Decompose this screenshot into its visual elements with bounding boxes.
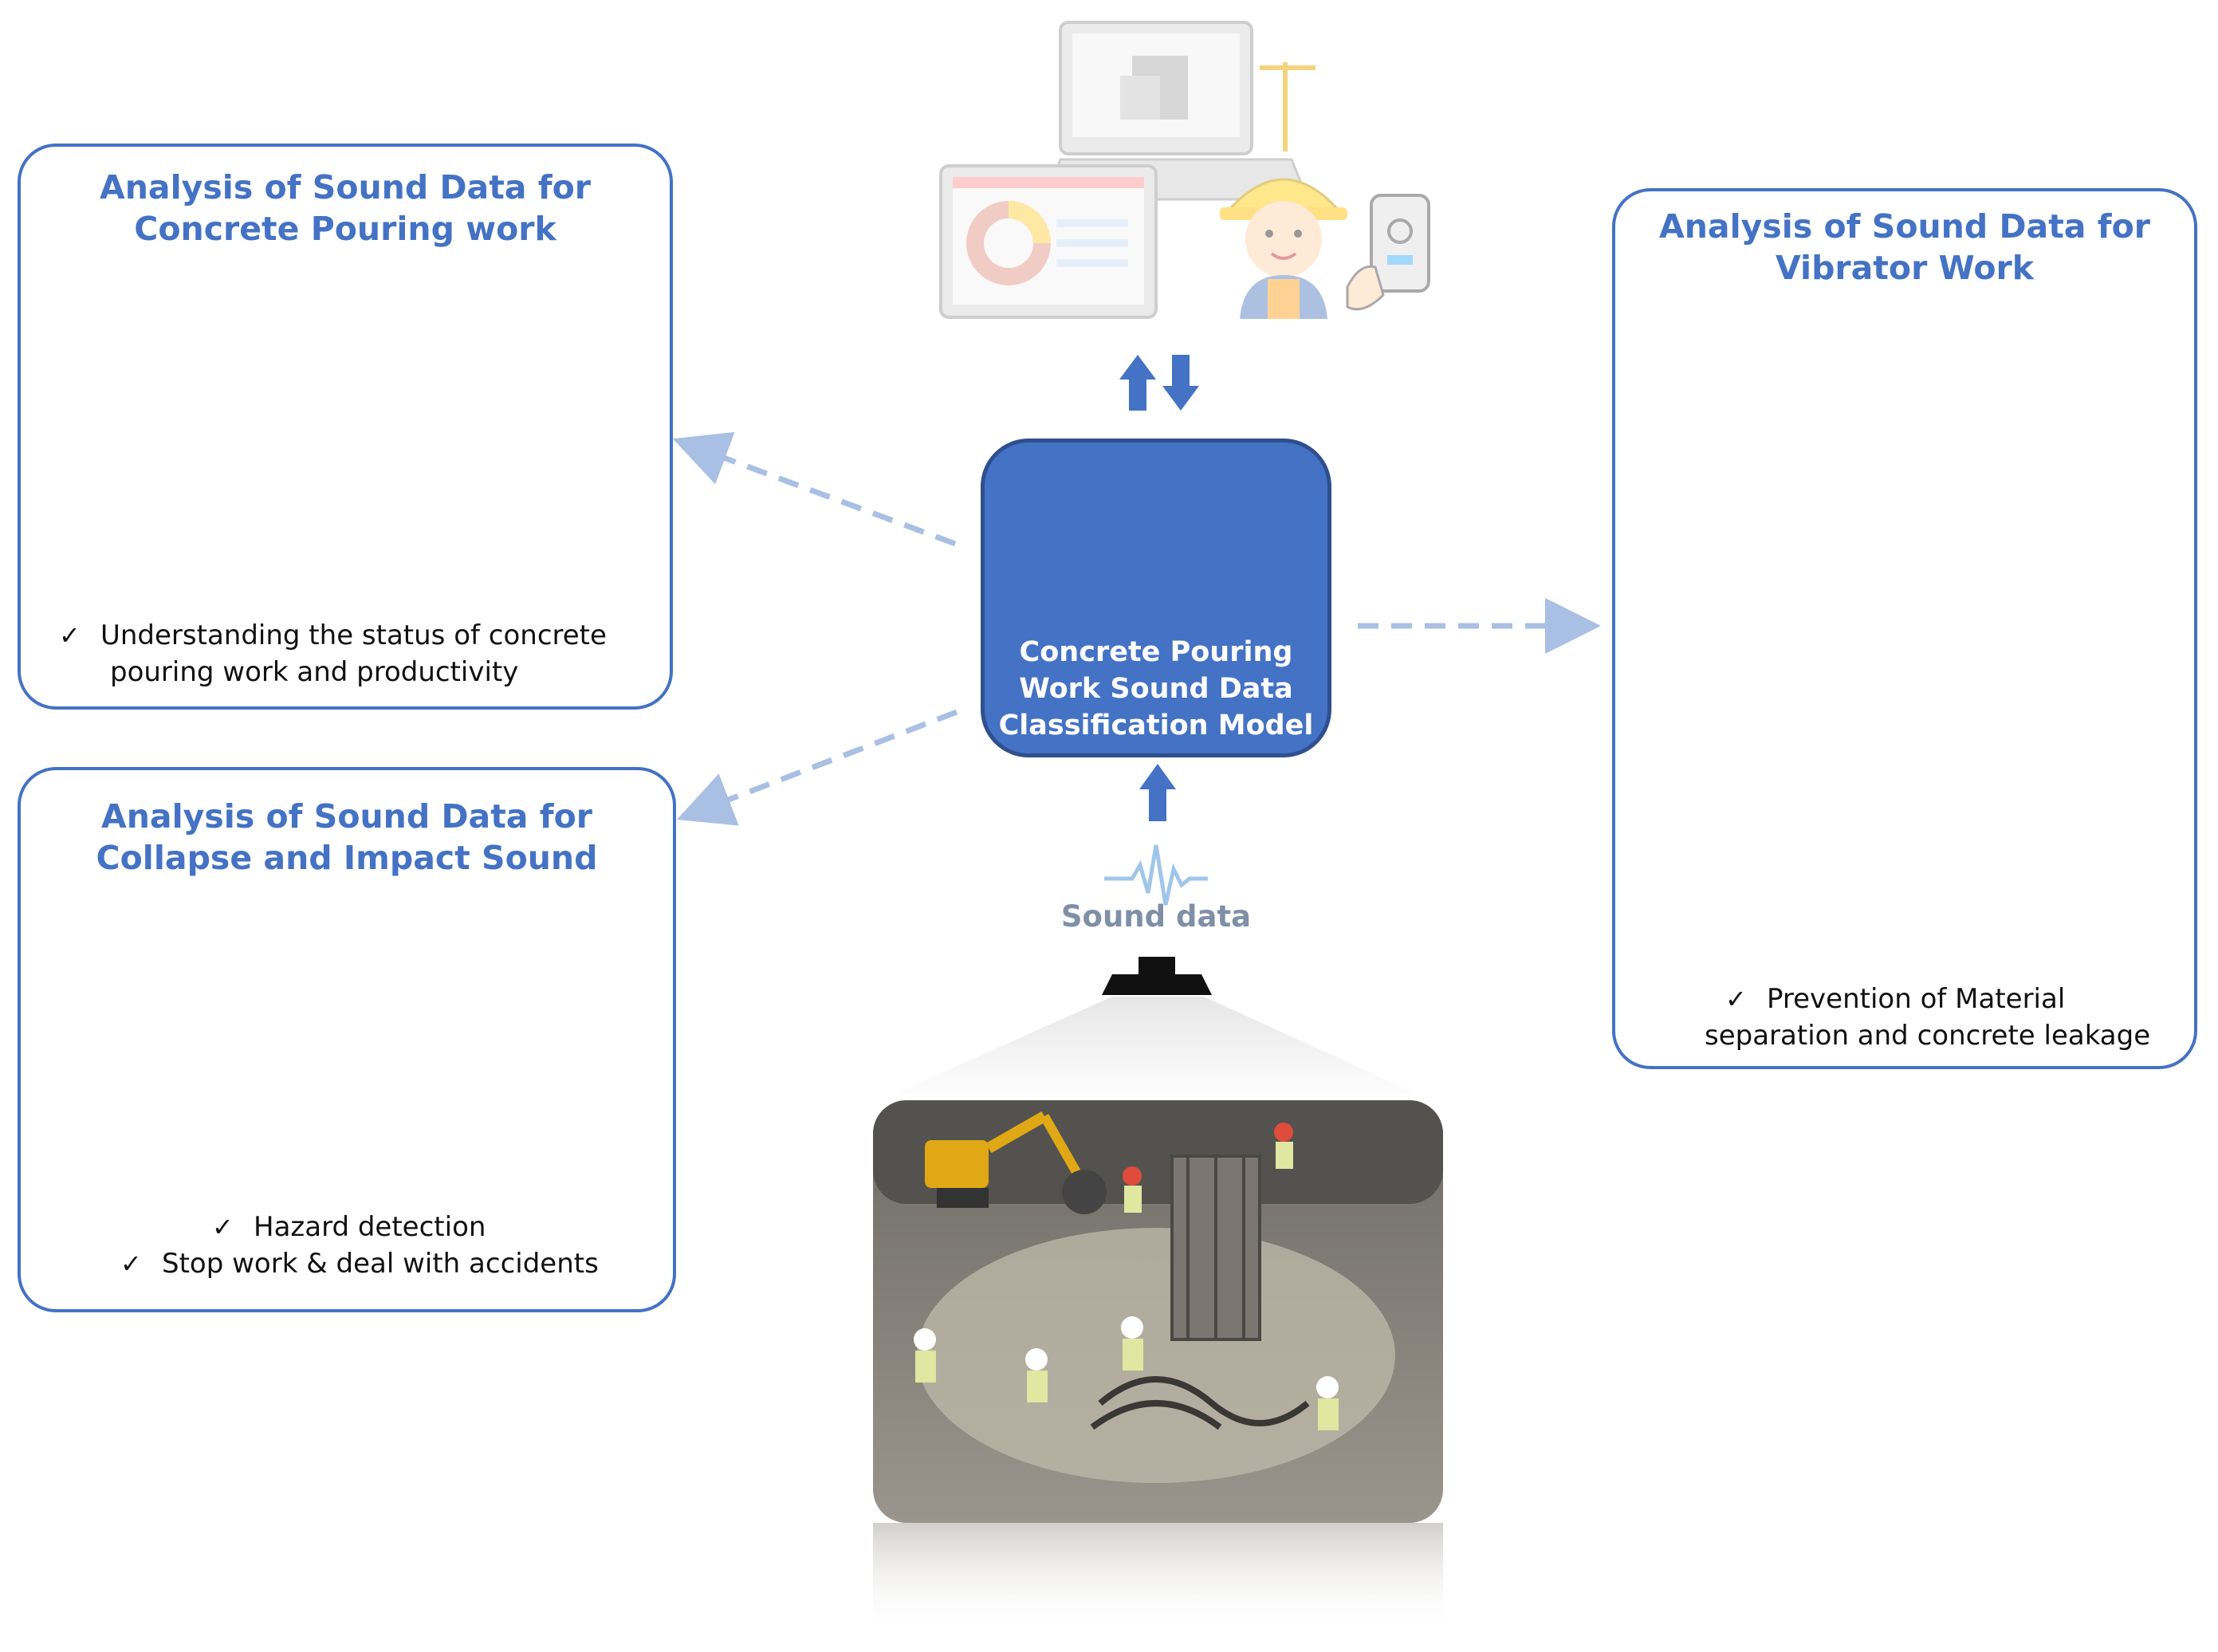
card-title-line: Analysis of Sound Data for (101, 797, 592, 836)
check-item-text: Understanding the status of concrete (100, 620, 607, 651)
check-item: ✓ Prevention of Material (1725, 981, 2065, 1017)
check-icon: ✓ (1725, 984, 1747, 1014)
model-label-line: Work Sound Data (1019, 673, 1293, 705)
check-icon: ✓ (120, 1249, 142, 1279)
arrow-to-collapse (676, 709, 958, 826)
bidirectional-arrows-icon (1119, 355, 1199, 411)
check-item-text: separation and concrete leakage (1705, 1020, 2151, 1052)
arrow-to-pouring (672, 431, 957, 547)
card-title: Analysis of Sound Data for Vibrator Work (1615, 206, 2194, 289)
construction-site-photo (873, 1100, 1443, 1634)
check-icon: ✓ (212, 1212, 234, 1242)
check-item-text: Stop work & deal with accidents (162, 1248, 599, 1280)
card-title-line: Vibrator Work (1776, 249, 2034, 287)
check-item: ✓ Stop work & deal with accidents (120, 1245, 599, 1282)
check-item-continuation: pouring work and productivity (110, 654, 518, 690)
sensor-beam (877, 997, 1435, 1102)
worker-devices-icon (939, 21, 1430, 319)
check-item-continuation: separation and concrete leakage (1705, 1017, 2150, 1054)
check-item-text: pouring work and productivity (110, 656, 519, 688)
sound-wave-icon (1104, 844, 1208, 906)
check-item-text: Prevention of Material (1767, 983, 2066, 1015)
check-icon: ✓ (59, 620, 81, 651)
card-title-line: Analysis of Sound Data for (1659, 207, 2150, 246)
model-label-line: Classification Model (998, 710, 1314, 741)
card-vibrator-work: Analysis of Sound Data for Vibrator Work… (1612, 188, 2197, 1069)
card-title-line: Analysis of Sound Data for (100, 168, 591, 206)
check-item: ✓ Hazard detection (212, 1209, 486, 1245)
card-collapse-impact: Analysis of Sound Data for Collapse and … (18, 767, 676, 1312)
check-item-text: Hazard detection (254, 1211, 486, 1243)
model-label-line: Concrete Pouring (1019, 636, 1293, 668)
card-title-line: Collapse and Impact Sound (96, 839, 598, 877)
sound-data-label: Sound data (1060, 899, 1252, 934)
card-concrete-pouring: Analysis of Sound Data for Concrete Pour… (18, 144, 673, 710)
classification-model-box: Concrete Pouring Work Sound Data Classif… (981, 439, 1331, 757)
card-title: Analysis of Sound Data for Collapse and … (21, 796, 673, 879)
model-label: Concrete Pouring Work Sound Data Classif… (985, 634, 1327, 744)
card-title: Analysis of Sound Data for Concrete Pour… (21, 167, 670, 250)
check-item: ✓ Understanding the status of concrete (59, 617, 607, 654)
upward-arrow-icon (1139, 764, 1176, 821)
card-title-line: Concrete Pouring work (134, 210, 556, 248)
